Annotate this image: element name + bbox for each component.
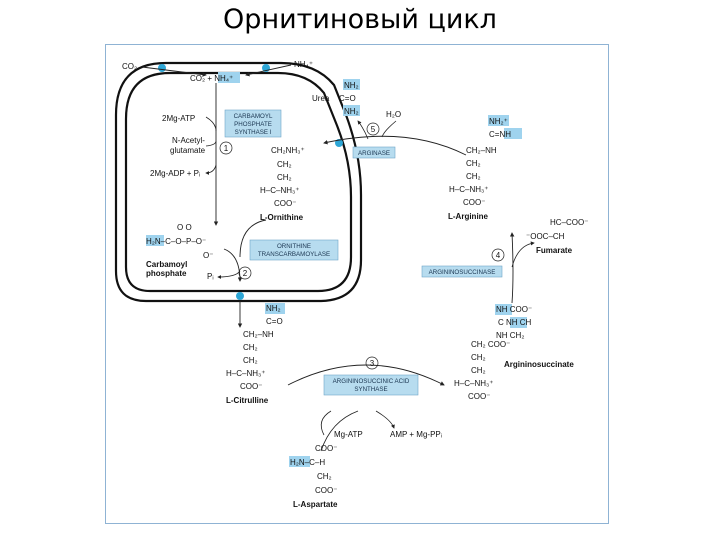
- transporter-dot-co2: [158, 64, 166, 72]
- arginine-l4: CH₂: [466, 159, 481, 168]
- ornithine-l2: CH₂: [277, 160, 292, 169]
- enzyme-cps-line1: CARBAMOYL: [234, 113, 273, 120]
- carbamoyl-phosphate-label-1: Carbamoyl: [146, 260, 187, 269]
- citrulline-nh2-highlight: [265, 303, 285, 314]
- amp-ppi-label: AMP + Mg-PPᵢ: [390, 430, 442, 439]
- ornithine-label: L-Ornithine: [260, 213, 304, 222]
- arginine-nh2-highlight: [488, 115, 509, 126]
- arginine-nh-highlight: [504, 128, 522, 139]
- enzyme-box-otc: [249, 239, 339, 261]
- urea-l2: C=O: [339, 94, 356, 103]
- atp-2mg-label: 2Mg-ATP: [162, 114, 195, 123]
- enzyme-arginase: ARGINASE: [358, 150, 390, 157]
- enzyme-ass-line1: ARGININOSUCCINIC ACID: [333, 378, 410, 385]
- nh4-outside-label: NH₄⁺: [294, 60, 313, 69]
- urea-l1: NH₂: [344, 81, 359, 90]
- citrulline-l6: H–C–NH₃⁺: [226, 369, 266, 378]
- step-4-number: 4: [496, 251, 501, 260]
- argininosuccinate-l3: NH CH₂: [496, 331, 524, 340]
- n-acetyl-label: N-Acetyl-: [172, 136, 205, 145]
- citrulline-l2: C=O: [266, 317, 283, 326]
- as-nh-middle-highlight: [510, 317, 527, 328]
- enzyme-otc-line1: ORNITHINE: [277, 243, 311, 250]
- step-3-number: 3: [370, 359, 375, 368]
- mitochondrion-inner-membrane: [124, 71, 353, 293]
- enzyme-cps-line3: SYNTHASE I: [235, 129, 272, 136]
- citrulline-l4: CH₂: [243, 343, 258, 352]
- nh4-highlight: [218, 72, 240, 83]
- carbamoyl-structure-main: H₂N–C–O–P–O⁻: [146, 237, 206, 246]
- carbamoyl-nh2-highlight: [146, 235, 164, 246]
- enzyme-ass-line2: SYNTHASE: [354, 386, 387, 393]
- step-2-number: 2: [243, 269, 248, 278]
- arginine-l7: COO⁻: [463, 198, 485, 207]
- arginine-l6: H–C–NH₃⁺: [449, 185, 489, 194]
- argininosuccinate-l6: CH₂: [471, 366, 486, 375]
- pi-label: Pᵢ: [207, 272, 214, 281]
- argininosuccinate-l2: C NH CH: [498, 318, 532, 327]
- fumarate-l1: HC–COO⁻: [550, 218, 588, 227]
- urea-label: Urea: [312, 94, 330, 103]
- argininosuccinate-l5: CH₂: [471, 353, 486, 362]
- ornithine-l5: COO⁻: [274, 199, 296, 208]
- enzyme-box-cps: [224, 109, 282, 138]
- carbamoyl-structure-bottom: O⁻: [203, 251, 213, 260]
- citrulline-label: L-Citrulline: [226, 396, 269, 405]
- ornithine-l4: H–C–NH₃⁺: [260, 186, 300, 195]
- aspartate-l2: H₂N–C–H: [290, 458, 325, 467]
- urea-cycle-diagram: CO₂ CO₂ + NH₄⁺ NH₄⁺ 2Mg-ATP N-Acetyl- gl…: [105, 44, 609, 524]
- fumarate-label: Fumarate: [536, 246, 573, 255]
- argininosuccinate-l7: H–C–NH₃⁺: [454, 379, 494, 388]
- enzyme-box-ass: [323, 374, 419, 396]
- enzyme-asl: ARGININOSUCCINASE: [429, 269, 496, 276]
- as-nh-top-highlight: [495, 304, 512, 315]
- h2o-label: H₂O: [386, 110, 401, 119]
- arginine-l1: NH₂⁺: [489, 117, 508, 126]
- step-5-number: 5: [371, 125, 376, 134]
- step-1-number: 1: [224, 144, 229, 153]
- co2-nh4-inside-label: CO₂ + NH₄⁺: [190, 74, 233, 83]
- aspartate-l4: COO⁻: [315, 486, 337, 495]
- aspartate-l3: CH₂: [317, 472, 332, 481]
- citrulline-l5: CH₂: [243, 356, 258, 365]
- fumarate-l2: ⁻OOC–CH: [526, 232, 565, 241]
- urea-nh2-top-highlight: [343, 79, 360, 90]
- ornithine-l3: CH₂: [277, 173, 292, 182]
- arginine-l2: C=NH: [489, 130, 511, 139]
- enzyme-box-arginase: [352, 146, 396, 159]
- argininosuccinate-l8: COO⁻: [468, 392, 490, 401]
- aspartate-l1: COO⁻: [315, 444, 337, 453]
- argininosuccinate-l1: NH COO⁻: [496, 305, 532, 314]
- argininosuccinate-l4: CH₂ COO⁻: [471, 340, 510, 349]
- enzyme-otc-line2: TRANSCARBAMOYLASE: [258, 251, 330, 258]
- page-title: Орнитиновый цикл: [223, 4, 497, 35]
- carbamoyl-phosphate-label-2: phosphate: [146, 269, 187, 278]
- citrulline-l1: NH₂: [266, 304, 281, 313]
- argininosuccinate-label: Argininosuccinate: [504, 360, 574, 369]
- enzyme-box-asl: [421, 265, 503, 278]
- carbamoyl-structure-top: O O: [177, 223, 192, 232]
- urea-l3: NH₂: [344, 107, 359, 116]
- ornithine-l1: CH₂NH₃⁺: [271, 146, 305, 155]
- transporter-dot-ornithine: [335, 139, 343, 147]
- glutamate-label: glutamate: [170, 146, 206, 155]
- aspartate-label: L-Aspartate: [293, 500, 338, 509]
- aspartate-nh2-highlight: [289, 456, 310, 467]
- co2-outside-label: CO₂: [122, 62, 137, 71]
- enzyme-cps-line2: PHOSPHATE: [234, 121, 272, 128]
- urea-cycle-svg: CO₂ CO₂ + NH₄⁺ NH₄⁺ 2Mg-ATP N-Acetyl- gl…: [114, 60, 588, 509]
- citrulline-l3: CH₂–NH: [243, 330, 274, 339]
- mg-atp-label: Mg-ATP: [334, 430, 363, 439]
- arginine-l5: CH₂: [466, 172, 481, 181]
- adp-2mg-label: 2Mg-ADP + Pᵢ: [150, 169, 200, 178]
- urea-nh2-bottom-highlight: [343, 105, 360, 116]
- arginine-label: L-Arginine: [448, 212, 489, 221]
- mitochondrion-outer-membrane: [114, 61, 363, 303]
- arginine-l3: CH₂–NH: [466, 146, 497, 155]
- transporter-dot-citrulline: [236, 292, 244, 300]
- citrulline-l7: COO⁻: [240, 382, 262, 391]
